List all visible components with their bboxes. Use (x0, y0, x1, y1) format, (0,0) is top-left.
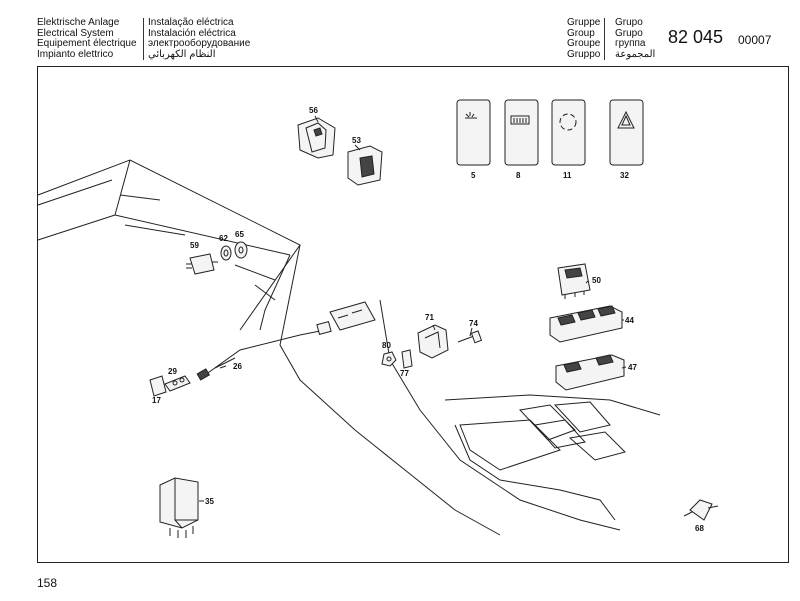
callout-71: 71 (425, 313, 434, 322)
callout-77: 77 (400, 369, 409, 378)
callout-17: 17 (152, 396, 161, 405)
part-35-relay (159, 477, 199, 538)
callout-29: 29 (168, 367, 177, 376)
callout-labels: 56 53 5 8 11 32 59 62 65 50 44 47 71 74 … (152, 106, 704, 533)
part-50-switch (557, 263, 591, 299)
group-label-right: Grupo Grupo группа المجموعة (615, 17, 656, 60)
part-53-switch (347, 145, 383, 186)
part-17-clip (149, 375, 167, 397)
group-label: Grupo (615, 17, 643, 28)
callout-50: 50 (592, 276, 601, 285)
part-77-clip (401, 349, 413, 369)
part-74-screw (457, 330, 483, 344)
callout-11: 11 (563, 171, 572, 180)
callout-65: 65 (235, 230, 244, 239)
part-71-bracket (417, 324, 449, 359)
switch-cap-32 (609, 99, 644, 166)
callout-53: 53 (352, 136, 361, 145)
header-line: электрооборудование (148, 38, 251, 49)
group-label: Gruppo (567, 48, 601, 60)
part-47-switch-block (555, 354, 625, 391)
header-line: Instalação eléctrica (148, 17, 234, 28)
part-26-cable (196, 301, 376, 381)
callout-32: 32 (620, 171, 629, 180)
sheet-number: 00007 (738, 33, 772, 47)
group-number: 82 045 (668, 27, 724, 47)
diagram-frame (37, 66, 789, 563)
group-label-left: Gruppe Group Groupe Gruppo (567, 17, 606, 60)
callout-80: 80 (382, 341, 391, 350)
callout-62: 62 (219, 234, 228, 243)
leader-lines (199, 115, 627, 502)
callout-8: 8 (516, 171, 521, 180)
header-line: Equipement électrique (37, 38, 137, 49)
header-line: Electrical System (37, 27, 114, 39)
header-line: Instalación eléctrica (148, 27, 236, 39)
part-62-washer (220, 245, 232, 261)
header-line: النظام الكهربائي (148, 48, 216, 60)
callout-44: 44 (625, 316, 634, 325)
part-68-clip (683, 499, 719, 521)
switch-cap-8 (504, 99, 539, 166)
part-65-nut (234, 241, 248, 259)
callout-68: 68 (695, 524, 704, 533)
switch-cap-5 (456, 99, 491, 166)
callout-47: 47 (628, 363, 637, 372)
switch-cap-11 (551, 99, 586, 166)
part-59-connector (186, 253, 218, 275)
part-44-switch-block (549, 305, 623, 343)
group-label: Grupo (615, 27, 643, 39)
group-label: Gruppe (567, 17, 601, 28)
callout-35: 35 (205, 497, 214, 506)
part-56-holder (297, 117, 336, 159)
header-line: Impianto elettrico (37, 48, 114, 60)
callout-56: 56 (309, 106, 318, 115)
header-languages-middle: Instalação eléctrica Instalación eléctri… (143, 17, 251, 60)
dashboard-outline (37, 159, 661, 536)
callout-74: 74 (469, 319, 478, 328)
callout-5: 5 (471, 171, 476, 180)
callout-59: 59 (190, 241, 199, 250)
header-languages-left: Elektrische Anlage Electrical System Equ… (37, 17, 137, 60)
group-label: Groupe (567, 38, 601, 49)
group-label: Group (567, 27, 595, 39)
part-80-nut (381, 351, 397, 367)
page-number: 158 (37, 576, 58, 590)
part-29-plug (164, 375, 191, 392)
callout-26: 26 (233, 362, 242, 371)
group-label: группа (615, 38, 646, 49)
header-line: Elektrische Anlage (37, 17, 120, 28)
group-label: المجموعة (615, 48, 656, 60)
